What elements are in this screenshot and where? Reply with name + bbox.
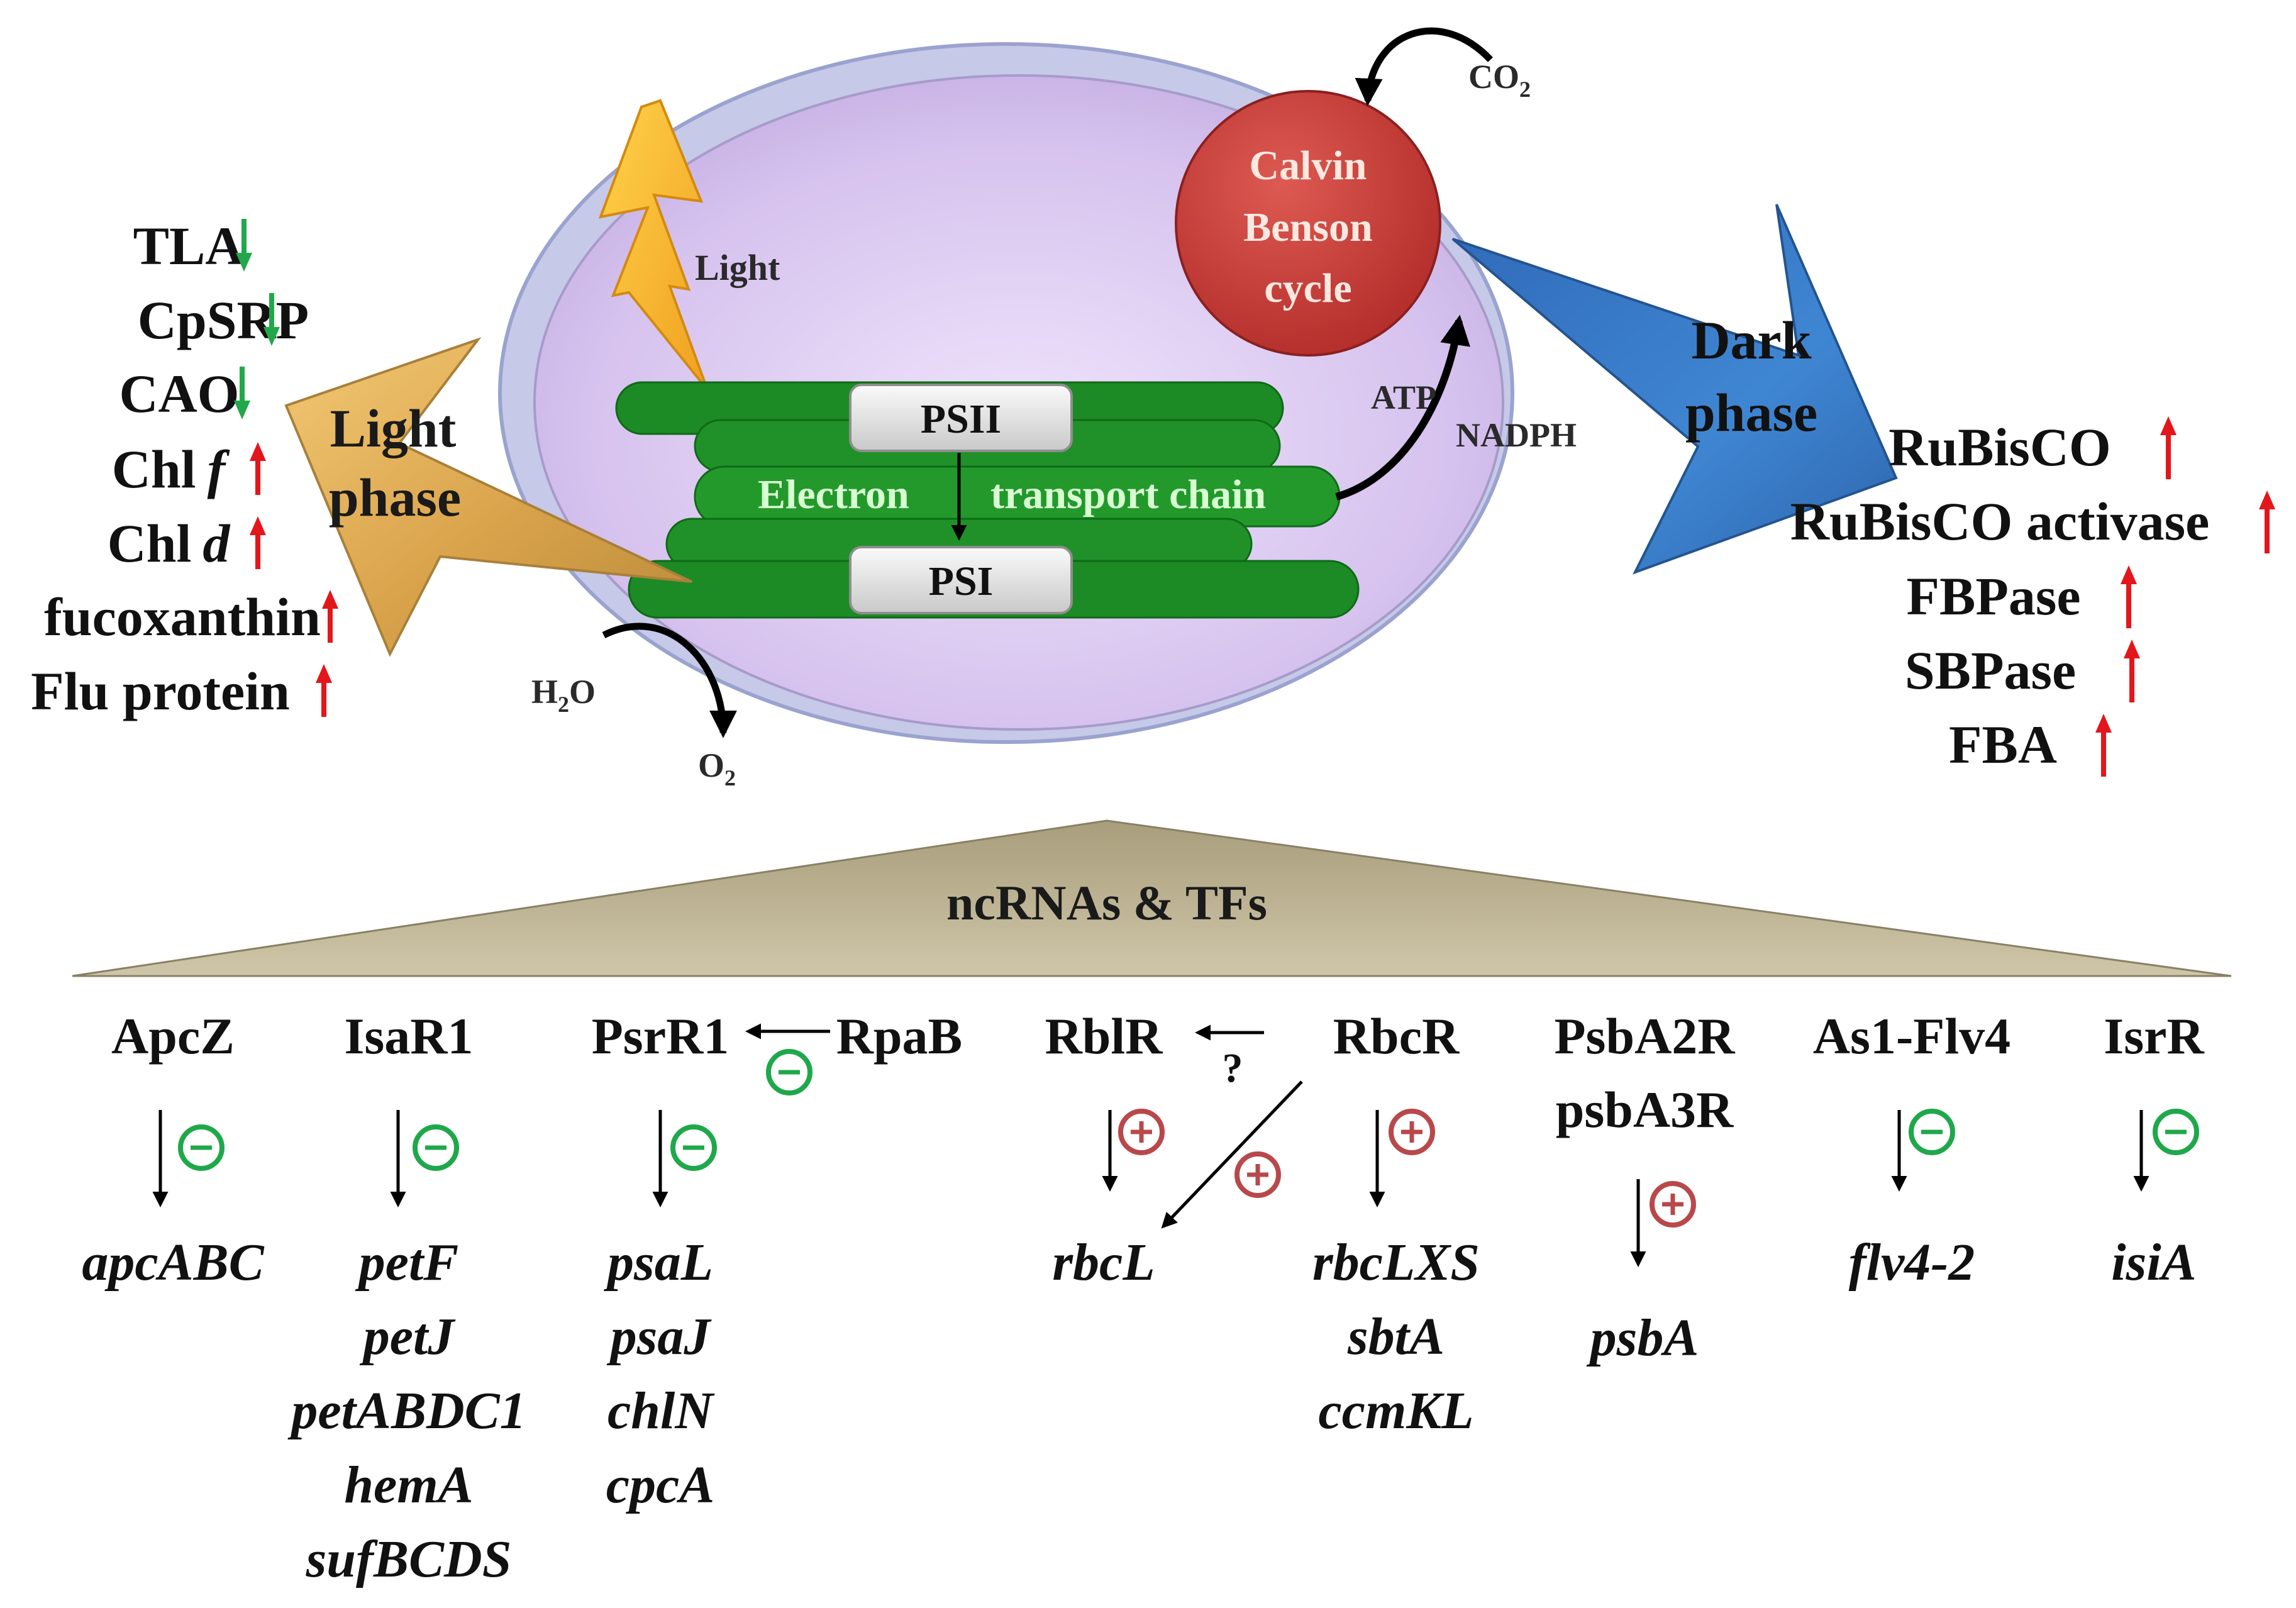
regulator-label: RpaB xyxy=(836,1007,963,1065)
target-gene-label: isiA xyxy=(2111,1233,2196,1292)
activation-plus-icon xyxy=(1118,1109,1165,1155)
target-gene-label: rbcLXS xyxy=(1312,1233,1480,1292)
o2-label: O2 xyxy=(698,746,736,790)
calvin-line-2: Benson xyxy=(1243,204,1372,250)
dark-phase-line-1: Dark xyxy=(1691,310,1811,370)
target-gene-label: sufBCDS xyxy=(306,1530,512,1589)
rbcr-to-rbcl-arrow xyxy=(1161,1080,1303,1229)
light-item-label: CAO xyxy=(119,363,239,424)
regulator-label: IsaR1 xyxy=(344,1007,473,1065)
target-gene-label: chlN xyxy=(607,1382,715,1440)
light-phase-arrow: Light phase xyxy=(284,336,692,657)
up-arrow-icon xyxy=(2259,491,2275,553)
regulator-label: RblR xyxy=(1045,1007,1163,1065)
light-item-label: Flu protein xyxy=(31,661,290,721)
up-arrow-icon xyxy=(250,516,266,569)
regulator-label: ApcZ xyxy=(111,1007,235,1065)
regulator-label: IsrR xyxy=(2104,1007,2204,1065)
dark-item-label: RuBisCO activase xyxy=(1790,491,2210,552)
down-arrow-icon xyxy=(234,367,250,419)
up-arrow-icon xyxy=(316,664,332,717)
water-oxygen-arrow xyxy=(602,623,737,738)
repression-minus-icon xyxy=(413,1124,459,1171)
target-gene-label: psbA xyxy=(1587,1309,1699,1367)
dark-item-label: SBPase xyxy=(1905,640,2076,701)
etc-label-electron: Electron xyxy=(758,472,909,518)
regulator-label: psbA3R xyxy=(1556,1081,1734,1138)
dark-item-label: FBA xyxy=(1949,714,2057,775)
up-arrow-icon xyxy=(2160,416,2177,479)
light-label: Light xyxy=(695,247,780,288)
question-mark-label: ? xyxy=(1223,1045,1243,1091)
light-phase-line-2: phase xyxy=(329,467,461,528)
repression-minus-icon xyxy=(2153,1109,2199,1155)
regulation-triangle: ncRNAs & TFs xyxy=(72,819,2232,977)
target-gene-label: petJ xyxy=(360,1307,457,1366)
up-arrow-icon xyxy=(2124,640,2140,702)
etc-label-transport-chain: transport chain xyxy=(990,472,1266,518)
regulator-label: As1-Flv4 xyxy=(1813,1007,2010,1065)
target-gene-label: sbtA xyxy=(1347,1307,1445,1366)
regulator-label: PsbA2R xyxy=(1554,1007,1735,1065)
target-gene-label: ccmKL xyxy=(1318,1382,1473,1440)
dark-item-label: RuBisCO xyxy=(1888,417,2111,477)
light-item-label: fucoxanthin xyxy=(44,587,321,647)
lightning-icon xyxy=(598,99,709,391)
atp-label: ATP xyxy=(1371,379,1436,416)
target-gene-label: psaJ xyxy=(607,1307,713,1366)
psi-label: PSI xyxy=(929,558,994,604)
co2-arrow xyxy=(1355,27,1494,106)
target-gene-label: flv4-2 xyxy=(1849,1233,1975,1292)
target-gene-label: psaL xyxy=(604,1233,713,1292)
repression-minus-icon xyxy=(670,1124,717,1171)
target-gene-label: cpcA xyxy=(606,1456,715,1514)
calvin-line-3: cycle xyxy=(1264,265,1351,311)
dark-item-label: FBPase xyxy=(1906,566,2080,626)
target-gene-label: petABDC1 xyxy=(287,1382,526,1440)
target-gene-label: rbcL xyxy=(1052,1233,1155,1292)
light-phase-line-1: Light xyxy=(330,398,457,458)
regulator-list: ApcZ apcABC IsaR1 petF petJ petABDC1 hemA sufBC… xyxy=(82,1007,2204,1589)
atp-nadph-arrow xyxy=(1335,314,1470,501)
regulator-label: RbcR xyxy=(1333,1007,1460,1065)
activation-plus-icon xyxy=(1650,1181,1696,1228)
repression-minus-icon xyxy=(1909,1109,1955,1155)
repression-minus-icon xyxy=(178,1124,225,1171)
dark-phase-line-2: phase xyxy=(1685,382,1817,443)
light-item-label: TLA xyxy=(133,216,245,276)
co2-label: CO2 xyxy=(1468,58,1531,102)
regulator-label: PsrR1 xyxy=(592,1007,729,1065)
light-item-label: CpSRP xyxy=(138,290,309,350)
activation-plus-icon xyxy=(1234,1151,1281,1198)
up-arrow-icon xyxy=(2095,714,2112,777)
dark-phase-arrow: Dark phase xyxy=(1451,204,1898,575)
regulation-title: ncRNAs & TFs xyxy=(946,875,1267,930)
down-arrow-icon xyxy=(263,293,280,346)
up-arrow-icon xyxy=(322,590,338,643)
h2o-label: H2O xyxy=(531,673,596,717)
target-gene-label: hemA xyxy=(344,1456,473,1514)
target-gene-label: apcABC xyxy=(82,1233,264,1292)
psi-box: PSI xyxy=(849,546,1073,614)
activation-plus-icon xyxy=(1389,1109,1435,1155)
repression-minus-icon xyxy=(766,1049,812,1095)
up-arrow-icon xyxy=(2121,565,2137,628)
down-arrow-icon xyxy=(236,219,252,272)
target-gene-label: petF xyxy=(355,1233,459,1292)
psii-label: PSII xyxy=(921,396,1001,442)
nadph-label: NADPH xyxy=(1456,416,1577,454)
calvin-line-1: Calvin xyxy=(1249,143,1367,189)
up-arrow-icon xyxy=(250,442,266,495)
psii-box: PSII xyxy=(849,384,1073,452)
calvin-benson-cycle: Calvin Benson cycle xyxy=(1175,90,1441,357)
